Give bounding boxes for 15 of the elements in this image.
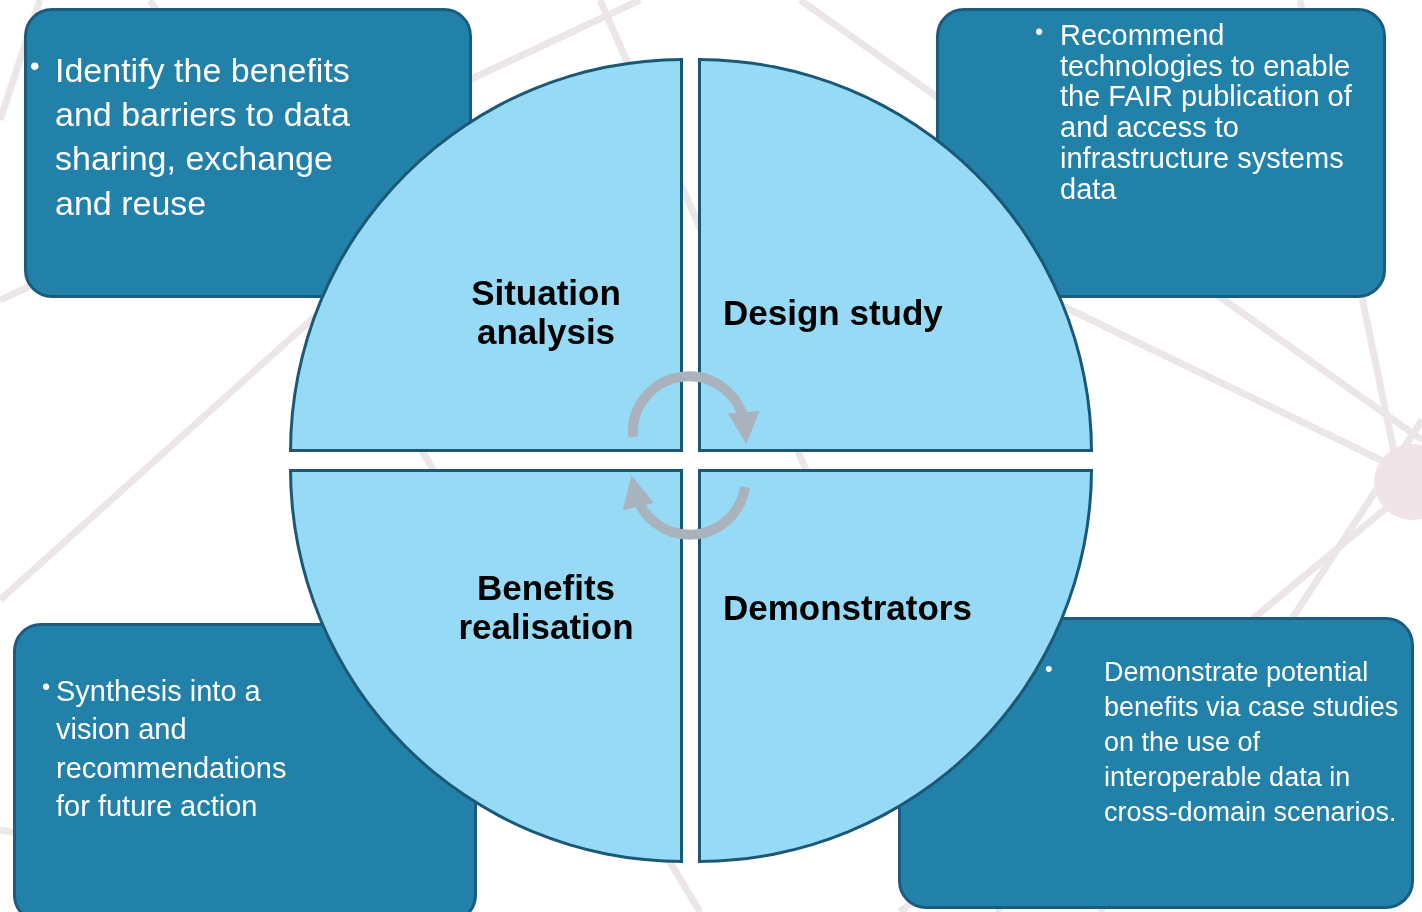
cycle-arrow bbox=[624, 475, 750, 540]
quadrant-title: Benefits realisation bbox=[457, 568, 635, 647]
cycle-arrow bbox=[627, 371, 759, 444]
bullet-mark: • bbox=[1035, 20, 1045, 45]
bullet-text: Identify the benefits and barriers to data sharing, exchange and reuse bbox=[55, 50, 351, 224]
quadrant-title: Situation analysis bbox=[470, 273, 622, 352]
bullet-mark: • bbox=[42, 673, 52, 702]
bullet-text: Recommend technologies to enable the FAIR publication of and access to infrastructure systems data bbox=[1060, 20, 1353, 205]
bullet-text: Demonstrate potential benefits via case studies on the use of interoperable data in cross-domain scenarios. bbox=[1104, 656, 1400, 830]
quadrant-title: Design study bbox=[723, 293, 944, 333]
bullet-mark: • bbox=[30, 49, 41, 83]
bullet-text: Synthesis into a vision and recommendations for future action bbox=[56, 674, 288, 824]
bullet-mark: • bbox=[1045, 655, 1054, 683]
text-card bbox=[936, 8, 1386, 298]
quadrant-title: Demonstrators bbox=[723, 588, 973, 628]
